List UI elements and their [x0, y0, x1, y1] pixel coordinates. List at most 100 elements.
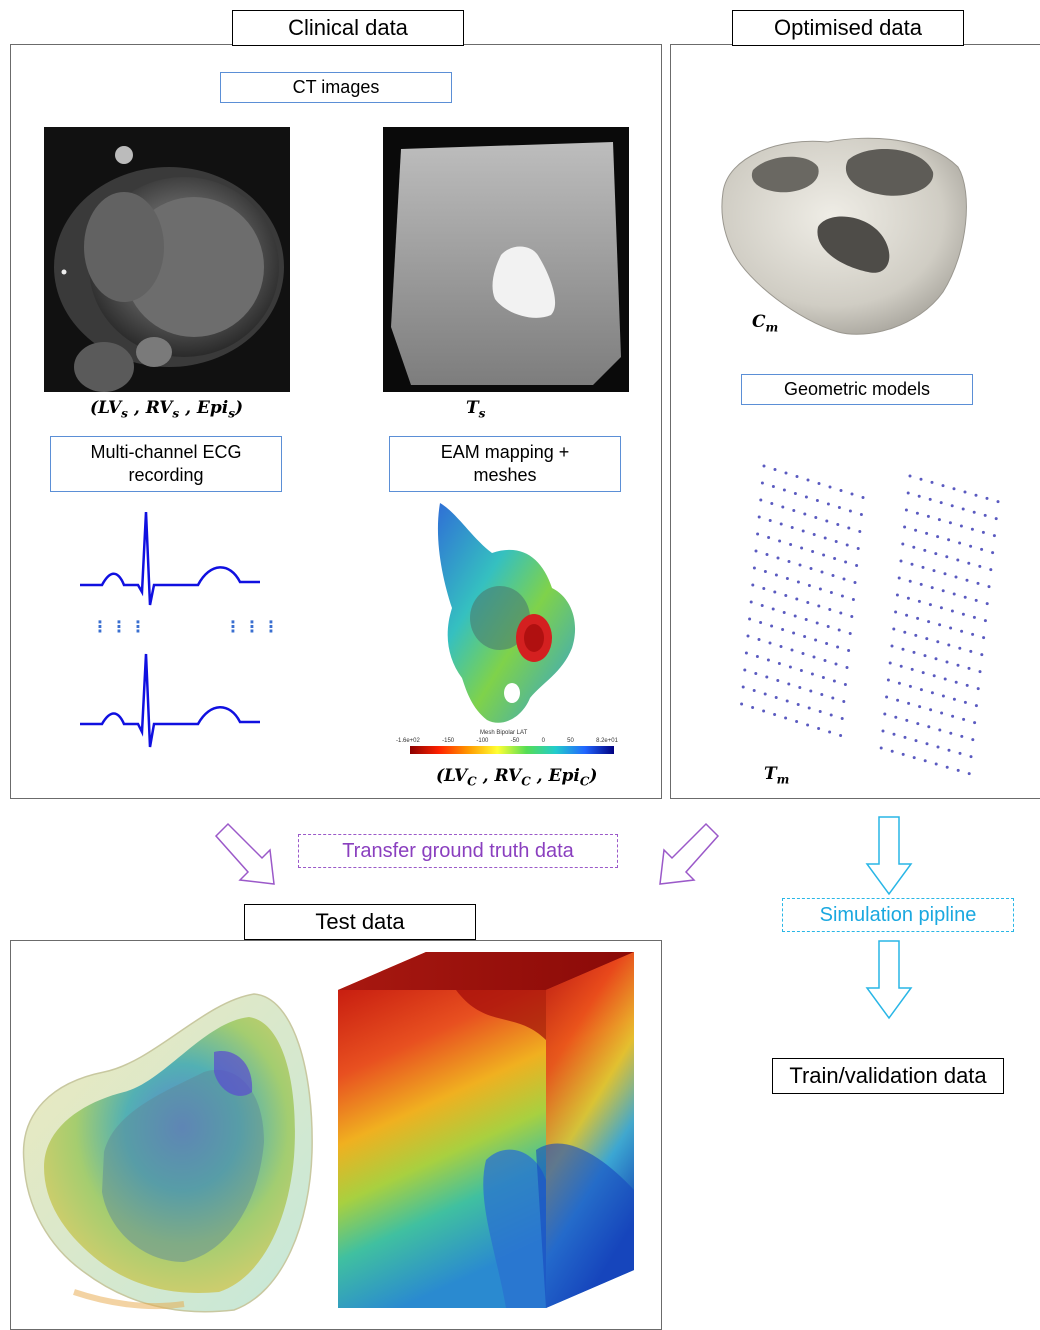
grid-point — [921, 671, 925, 675]
grid-point — [749, 600, 753, 604]
grid-point — [825, 642, 829, 645]
grid-point — [936, 745, 940, 749]
grid-point — [848, 632, 852, 635]
grid-point — [773, 468, 777, 471]
grid-point — [800, 546, 804, 550]
grid-point — [781, 628, 785, 631]
grid-point — [815, 621, 819, 625]
grid-point — [948, 521, 952, 525]
grid-point — [976, 687, 980, 691]
grid-point — [901, 752, 905, 756]
test-heart-image — [22, 993, 313, 1313]
grid-point — [831, 574, 835, 577]
grid-point — [782, 611, 786, 614]
grid-point — [837, 506, 841, 509]
grid-point — [903, 630, 907, 634]
grid-point — [885, 695, 889, 699]
grid-point — [950, 609, 954, 613]
grid-point — [771, 607, 775, 611]
grid-point — [954, 575, 958, 579]
grid-point — [963, 490, 967, 494]
grid-point — [817, 604, 821, 608]
colorbar-tick: -50 — [510, 738, 520, 744]
grid-point — [967, 772, 971, 776]
point-grid-model — [740, 464, 1000, 776]
grid-point — [741, 685, 745, 689]
grid-point — [941, 694, 945, 698]
grid-point — [803, 635, 807, 638]
grid-point — [985, 602, 989, 606]
eam-mapping-label: EAM mapping + meshes — [389, 436, 621, 492]
grid-point — [910, 562, 914, 566]
grid-point — [912, 650, 916, 654]
grid-point — [823, 536, 827, 540]
grid-point — [901, 647, 905, 651]
grid-point — [765, 553, 769, 556]
grid-point — [892, 732, 896, 736]
grid-point — [837, 628, 841, 632]
grid-point — [941, 589, 945, 593]
grid-point — [908, 474, 912, 478]
grid-point — [917, 599, 921, 603]
grid-point — [905, 718, 909, 722]
grid-point — [818, 587, 822, 591]
grid-point — [855, 564, 859, 567]
grid-point — [958, 751, 962, 755]
grid-point — [743, 668, 747, 672]
colorbar-tick: -100 — [476, 738, 489, 744]
simulation-arrow-top — [865, 816, 913, 896]
grid-point — [848, 509, 852, 513]
grid-point — [888, 661, 892, 665]
grid-point — [985, 496, 989, 500]
grid-point — [843, 683, 847, 686]
grid-point — [829, 591, 833, 594]
grid-point — [839, 734, 843, 737]
grid-point — [907, 701, 911, 705]
transfer-arrow-left — [214, 822, 275, 885]
grid-point — [976, 581, 980, 585]
grid-point — [806, 478, 810, 482]
grid-point — [934, 657, 938, 661]
grid-point — [842, 700, 846, 703]
train-validation-title: Train/validation data — [772, 1058, 1004, 1094]
grid-point — [917, 494, 921, 498]
cm-math: Cm — [752, 312, 779, 335]
grid-point — [778, 539, 782, 543]
grid-point — [923, 548, 927, 552]
grid-point — [751, 706, 755, 709]
grid-point — [754, 672, 758, 675]
grid-point — [828, 730, 832, 734]
grid-point — [834, 540, 838, 543]
grid-point — [973, 721, 977, 725]
grid-point — [950, 504, 954, 508]
grid-point — [850, 492, 854, 496]
grid-point — [755, 655, 759, 658]
grid-point — [965, 578, 969, 582]
grid-point — [767, 536, 771, 539]
grid-point — [833, 557, 837, 560]
grid-point — [890, 644, 894, 648]
grid-point — [896, 698, 900, 702]
grid-point — [826, 502, 830, 506]
grid-point — [784, 716, 788, 720]
grid-point — [894, 715, 898, 719]
grid-point — [844, 560, 848, 564]
grid-point — [812, 655, 816, 659]
grid-point — [932, 674, 936, 678]
grid-point — [932, 569, 936, 573]
grid-point — [994, 517, 998, 521]
grid-point — [806, 601, 810, 604]
grid-point — [856, 547, 860, 550]
grid-point — [853, 581, 857, 584]
grid-point — [807, 706, 811, 710]
grid-point — [916, 722, 920, 726]
ecg-ellipsis-right: ⋮⋮⋮ — [225, 619, 282, 636]
grid-point — [925, 637, 929, 641]
grid-point — [804, 495, 808, 499]
grid-point — [779, 522, 783, 526]
grid-point — [773, 713, 777, 716]
grid-point — [788, 665, 792, 669]
grid-point — [971, 738, 975, 742]
grid-point — [840, 717, 844, 720]
grid-point — [861, 496, 865, 499]
